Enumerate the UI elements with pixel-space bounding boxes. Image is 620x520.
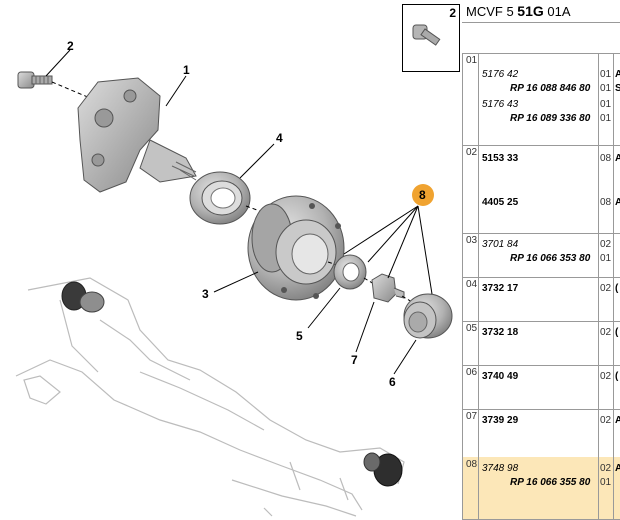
quantity: 02 bbox=[600, 371, 612, 382]
rp-number[interactable]: RP 16 088 846 80 bbox=[510, 83, 591, 94]
bolt-part bbox=[17, 71, 53, 89]
part-reference[interactable]: 5153 33 bbox=[482, 153, 519, 164]
callout-5: 5 bbox=[296, 329, 303, 343]
rp-number[interactable]: RP 16 089 336 80 bbox=[510, 113, 591, 124]
hub-nut-part bbox=[371, 273, 405, 303]
truncated-column-text: A bbox=[615, 153, 620, 164]
truncated-column-text: A bbox=[615, 415, 620, 426]
callout-8: 8 bbox=[419, 188, 426, 202]
row-index: 05 bbox=[466, 323, 478, 334]
row-divider bbox=[462, 365, 620, 366]
truncated-column-text: A bbox=[615, 463, 620, 474]
callout-7: 7 bbox=[351, 353, 358, 367]
part-reference[interactable]: 3732 17 bbox=[482, 283, 519, 294]
quantity: 08 bbox=[600, 197, 612, 208]
part-reference[interactable]: 5176 42 bbox=[482, 69, 519, 80]
quantity: 01 bbox=[600, 83, 612, 94]
rp-number[interactable]: RP 16 066 353 80 bbox=[510, 253, 591, 264]
quantity: 02 bbox=[600, 463, 612, 474]
bolt-icon bbox=[412, 24, 441, 46]
part-reference[interactable]: 3739 29 bbox=[482, 415, 519, 426]
stub-axle-knuckle-part bbox=[77, 77, 197, 193]
quantity: 02 bbox=[600, 283, 612, 294]
quantity: 01 bbox=[600, 253, 612, 264]
part-reference[interactable]: 3732 18 bbox=[482, 327, 519, 338]
truncated-column-text: ( bbox=[615, 283, 619, 294]
row-index: 04 bbox=[466, 279, 478, 290]
truncated-column-text: ( bbox=[615, 327, 619, 338]
quantity: 01 bbox=[600, 99, 612, 110]
exploded-parts-diagram: 2 1 4 3 5 7 6 8 bbox=[15, 39, 453, 517]
callout-4: 4 bbox=[276, 131, 283, 145]
table-row[interactable]: 05 3732 18 02( bbox=[462, 321, 620, 365]
truncated-column-text: A bbox=[615, 69, 620, 80]
table-row[interactable]: 03 3701 84 02 RP 16 066 353 80 01 bbox=[462, 233, 620, 277]
quantity: 08 bbox=[600, 153, 612, 164]
part-reference[interactable]: 5176 43 bbox=[482, 99, 519, 110]
row-index: 01 bbox=[466, 55, 478, 66]
callout-2: 2 bbox=[67, 39, 74, 53]
quantity: 01 bbox=[600, 113, 612, 124]
row-divider bbox=[462, 321, 620, 322]
quantity: 02 bbox=[600, 239, 612, 250]
axle-bushing bbox=[61, 281, 403, 487]
table-row[interactable]: 04 3732 17 02( bbox=[462, 277, 620, 321]
quantity: 02 bbox=[600, 327, 612, 338]
dust-cap-part bbox=[403, 293, 453, 339]
row-index: 03 bbox=[466, 235, 478, 246]
part-reference[interactable]: 3740 49 bbox=[482, 371, 519, 382]
row-index: 07 bbox=[466, 411, 478, 422]
table-row[interactable]: 06 3740 49 02( bbox=[462, 365, 620, 409]
seal-ring-part bbox=[189, 171, 251, 225]
quantity: 02 bbox=[600, 415, 612, 426]
callout-6: 6 bbox=[389, 375, 396, 389]
part-reference[interactable]: 3701 84 bbox=[482, 239, 519, 250]
row-divider bbox=[462, 233, 620, 234]
truncated-column-text: S bbox=[615, 83, 620, 94]
rp-number[interactable]: RP 16 066 355 80 bbox=[510, 477, 591, 488]
part-thumbnail[interactable]: 2 bbox=[402, 4, 460, 72]
truncated-column-text: ( bbox=[615, 371, 619, 382]
leader-lines bbox=[45, 49, 433, 375]
row-divider bbox=[462, 409, 620, 410]
row-divider bbox=[462, 145, 620, 146]
callout-3: 3 bbox=[202, 287, 209, 301]
row-divider bbox=[462, 277, 620, 278]
row-index: 02 bbox=[466, 147, 478, 158]
reference-title: MCVF 5 51G 01A bbox=[466, 3, 571, 19]
thumbnail-number: 2 bbox=[449, 6, 456, 20]
hub-bearing-part bbox=[247, 195, 345, 301]
part-reference[interactable]: 4405 25 bbox=[482, 197, 519, 208]
callout-8-badge bbox=[412, 184, 434, 206]
quantity: 01 bbox=[600, 477, 612, 488]
quantity: 01 bbox=[600, 69, 612, 80]
washer-part bbox=[333, 254, 367, 290]
rear-axle-beam bbox=[15, 277, 405, 517]
part-reference[interactable]: 3748 98 bbox=[482, 463, 519, 474]
row-index: 06 bbox=[466, 367, 478, 378]
callout-1: 1 bbox=[183, 63, 190, 77]
row-index: 08 bbox=[466, 459, 478, 470]
truncated-column-text: A bbox=[615, 197, 620, 208]
